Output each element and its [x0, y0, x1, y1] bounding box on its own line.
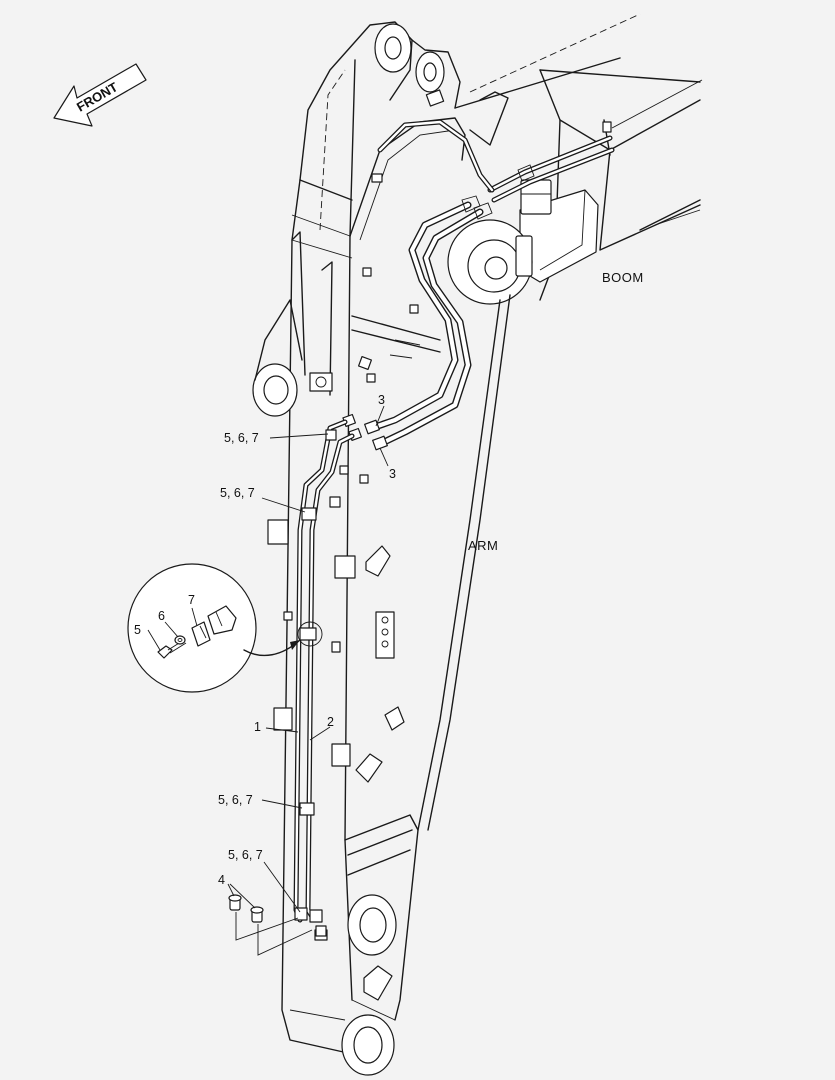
- front-arrow-icon: FRONT: [53, 63, 147, 127]
- detail-part-7-label: 7: [188, 593, 195, 607]
- boom-label: BOOM: [602, 270, 644, 285]
- leader-lines: [147, 405, 389, 913]
- arm-label: ARM: [468, 538, 498, 553]
- detail-part-5-label: 5: [134, 623, 141, 637]
- detail-part-6-label: 6: [158, 609, 165, 623]
- part-567-label-b: 5, 6, 7: [220, 486, 255, 500]
- bolt: [157, 639, 187, 659]
- arm-pipes: [293, 419, 355, 937]
- part-4-label: 4: [218, 873, 225, 887]
- part-567-label-c: 5, 6, 7: [218, 793, 253, 807]
- part-2-label: 2: [327, 715, 334, 729]
- attachment-hoses: [342, 119, 615, 451]
- part-567-label-a: 5, 6, 7: [224, 431, 259, 445]
- boom-structure: [447, 13, 703, 305]
- clamp: [191, 621, 211, 647]
- part-3-bottom-label: 3: [389, 467, 396, 481]
- arm-structure: [252, 21, 511, 1076]
- plugs: [228, 894, 313, 956]
- part-567-label-d: 5, 6, 7: [228, 848, 263, 862]
- washer: [174, 635, 186, 645]
- part-1-label: 1: [254, 720, 261, 734]
- clamp-detail-view: [127, 563, 323, 693]
- part-3-top-label: 3: [378, 393, 385, 407]
